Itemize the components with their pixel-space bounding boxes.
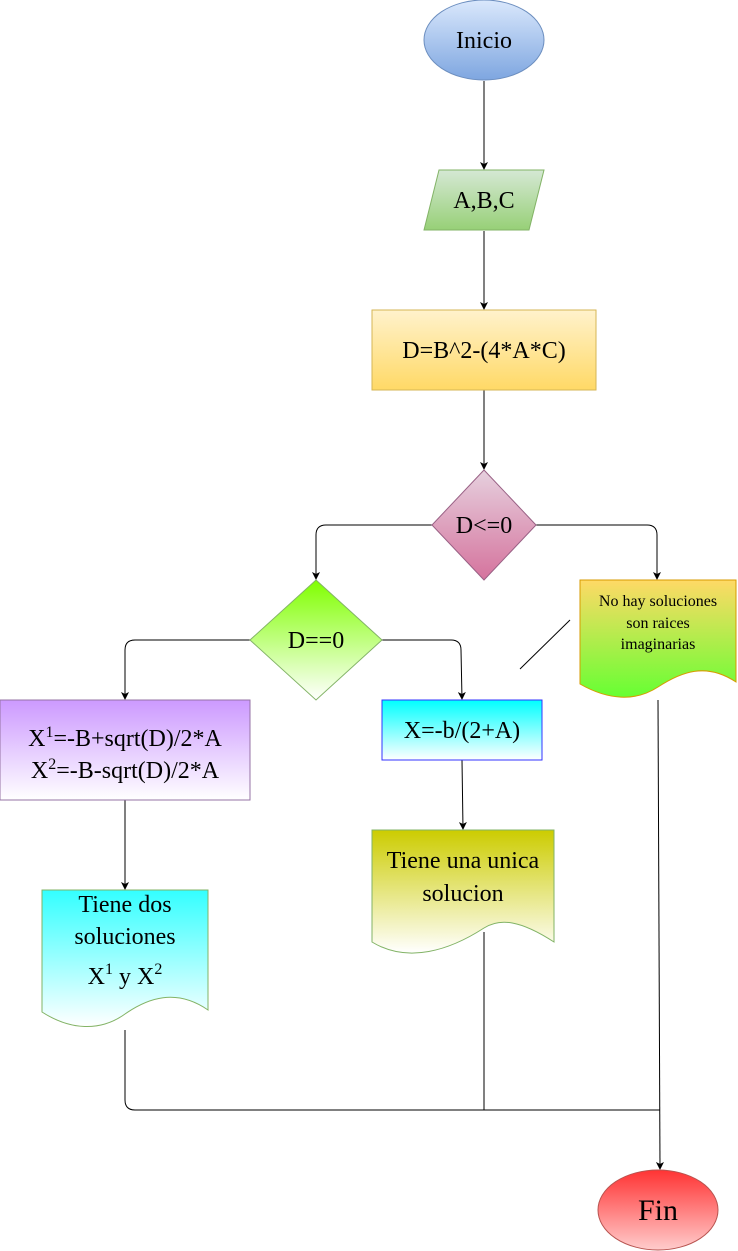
process-discriminant-node: D=B^2-(4*A*C) bbox=[371, 309, 597, 391]
decision-zero-node: D==0 bbox=[249, 579, 383, 701]
arrow-zero-check-to-two-roots bbox=[121, 639, 250, 700]
start-node: Inicio bbox=[423, 0, 545, 81]
no-solution-line-2: son raices bbox=[626, 615, 690, 632]
two-solutions-line-3: X1 y X2 bbox=[88, 961, 163, 990]
process-discriminant-label: D=B^2-(4*A*C) bbox=[402, 338, 565, 364]
two-roots-line-2-sup: 2 bbox=[48, 756, 56, 773]
two-roots-line-1: X1=-B+sqrt(D)/2*A bbox=[28, 724, 222, 752]
two-solutions-line-2: soluciones bbox=[74, 924, 175, 950]
one-solution-line-1: Tiene una unica bbox=[387, 848, 540, 874]
end-node: Fin bbox=[597, 1169, 719, 1251]
process-one-root-node: X=-b/(2+A) bbox=[381, 699, 543, 761]
arrow-no-solution-to-end bbox=[655, 699, 664, 1170]
two-solutions-x2-sup: 2 bbox=[154, 961, 162, 978]
no-solution-line-3: imaginarias bbox=[621, 636, 696, 653]
stray-line bbox=[519, 619, 571, 670]
arrow-decision-to-zero-check bbox=[312, 524, 432, 580]
two-roots-line-2-base: X bbox=[31, 758, 48, 784]
line-two-solutions-to-merge bbox=[124, 1030, 660, 1111]
two-solutions-x1-base: X bbox=[88, 964, 105, 990]
two-roots-line-2-rest: =-B-sqrt(D)/2*A bbox=[56, 758, 220, 784]
two-roots-line-2: X2=-B-sqrt(D)/2*A bbox=[31, 756, 220, 784]
two-solutions-x2-base: y X bbox=[113, 964, 154, 990]
two-roots-line-1-rest: =-B+sqrt(D)/2*A bbox=[53, 726, 222, 752]
input-label: A,B,C bbox=[453, 188, 514, 214]
arrow-zero-check-to-one-root bbox=[382, 639, 466, 700]
two-roots-line-1-sup: 1 bbox=[45, 724, 53, 741]
two-solutions-x1-sup: 1 bbox=[105, 961, 113, 978]
no-solution-line-1: No hay soluciones bbox=[599, 593, 717, 610]
output-two-solutions-node: Tiene dos soluciones X1 y X2 bbox=[41, 889, 209, 1027]
decision-negative-node: D<=0 bbox=[431, 469, 537, 581]
decision-negative-label: D<=0 bbox=[456, 513, 512, 539]
output-no-solution-node: No hay soluciones son raices imaginarias bbox=[579, 579, 737, 698]
one-solution-line-2: solucion bbox=[422, 881, 503, 907]
two-solutions-line-1: Tiene dos bbox=[78, 892, 171, 918]
one-root-label: X=-b/(2+A) bbox=[404, 718, 520, 744]
decision-zero-label: D==0 bbox=[288, 628, 344, 654]
start-label: Inicio bbox=[456, 28, 512, 54]
output-one-solution-node: Tiene una unica solucion bbox=[371, 829, 555, 954]
process-two-roots-node: X1=-B+sqrt(D)/2*A X2=-B-sqrt(D)/2*A bbox=[0, 699, 251, 801]
arrow-decision-to-no-solution bbox=[536, 524, 661, 580]
connectors bbox=[121, 81, 664, 1170]
two-roots-line-1-base: X bbox=[28, 726, 45, 752]
input-node: A,B,C bbox=[423, 169, 545, 231]
end-label: Fin bbox=[638, 1194, 678, 1227]
arrow-one-root-to-output bbox=[458, 759, 467, 830]
